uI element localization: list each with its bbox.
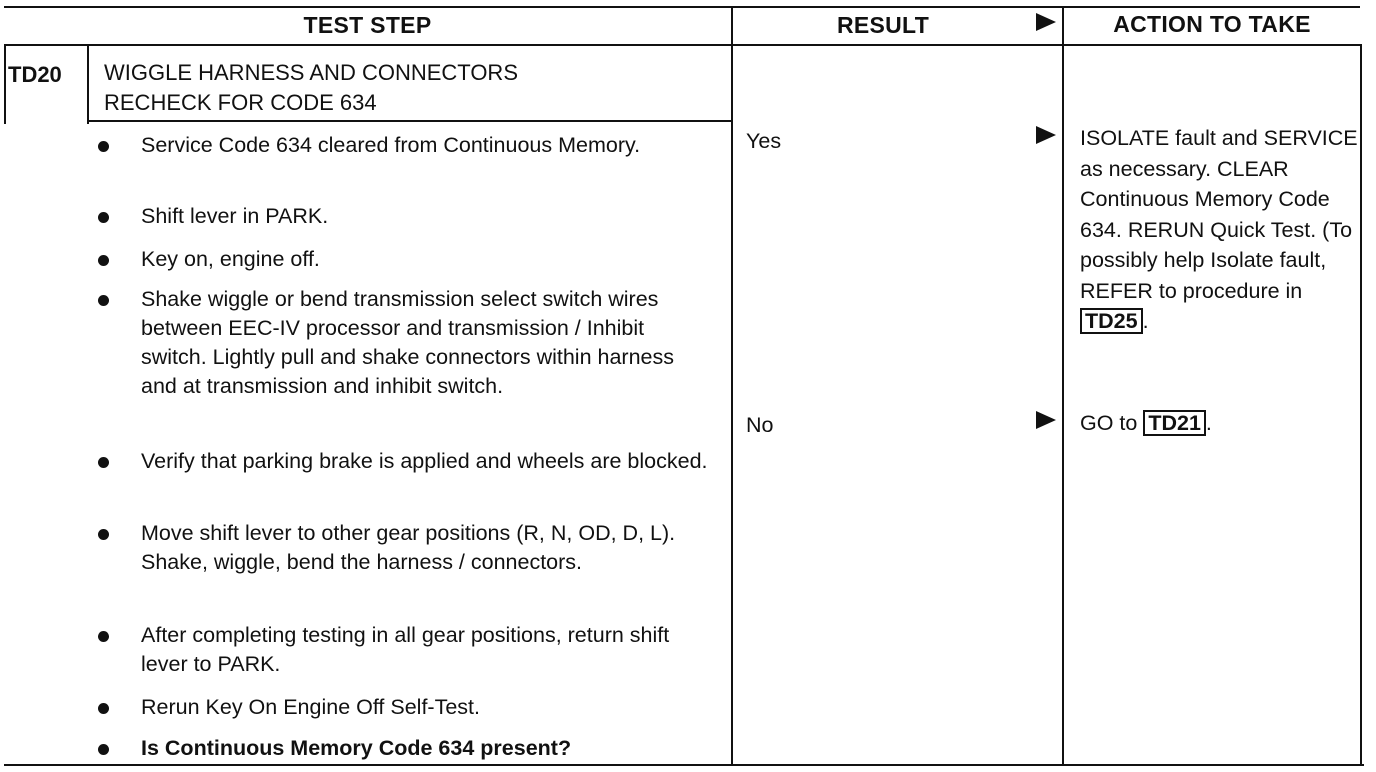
action-yes-reference: TD25 [1080,308,1143,334]
bullet-icon [98,255,109,266]
step-code: TD20 [8,62,62,87]
bullet-icon [98,529,109,540]
action-yes: ISOLATE fault and SERVICE as necessary. … [1080,123,1360,337]
result-no-arrow-icon [1036,411,1056,429]
test-step-right-border [731,6,733,764]
bullet-icon [98,457,109,468]
table-top-border [4,6,1360,8]
action-no-end: . [1205,411,1212,435]
bullet-icon [98,744,109,755]
action-yes-end: . [1142,309,1149,333]
table-left-border [4,44,6,124]
header-result: RESULT [836,12,930,38]
table-bottom-border [4,764,1364,766]
bullet-icon [98,212,109,223]
step-title-line1: WIGGLE HARNESS AND CONNECTORS [104,60,518,85]
header-action: ACTION TO TAKE [1113,11,1311,37]
bullet-text: Key on, engine off. [141,247,320,271]
bullet-text: Shake wiggle or bend transmission select… [141,287,675,398]
action-no-reference: TD21 [1143,410,1206,436]
result-right-border [1062,6,1064,764]
step-title: WIGGLE HARNESS AND CONNECTORS RECHECK FO… [104,58,704,118]
bullet-icon [98,631,109,642]
header-arrow-icon [1036,13,1056,31]
code-column-divider [87,44,89,124]
bullet-text: Move shift lever to other gear positions… [141,521,676,574]
result-no: No [746,413,774,437]
action-no: GO to TD21. [1080,408,1360,439]
bullet-text: Service Code 634 cleared from Continuous… [141,133,641,157]
bullet-icon [98,295,109,306]
bullet-icon [98,703,109,714]
result-yes-arrow-icon [1036,126,1056,144]
step-title-line2: RECHECK FOR CODE 634 [104,90,377,115]
table-right-border [1360,44,1362,764]
action-yes-text: ISOLATE fault and SERVICE as necessary. … [1080,126,1358,303]
bullet-text: Rerun Key On Engine Off Self-Test. [141,695,480,719]
bullet-question: Is Continuous Memory Code 634 present? [141,736,572,760]
result-yes: Yes [746,129,782,153]
bullet-icon [98,141,109,152]
header-test-step: TEST STEP [303,12,432,38]
action-no-text: GO to [1080,411,1138,435]
bullet-text: Shift lever in PARK. [141,204,329,228]
bullet-text: Verify that parking brake is applied and… [141,449,708,473]
header-bottom-border [4,44,1362,46]
bullet-text: After completing testing in all gear pos… [141,623,670,676]
step-title-bottom-border [88,120,732,122]
